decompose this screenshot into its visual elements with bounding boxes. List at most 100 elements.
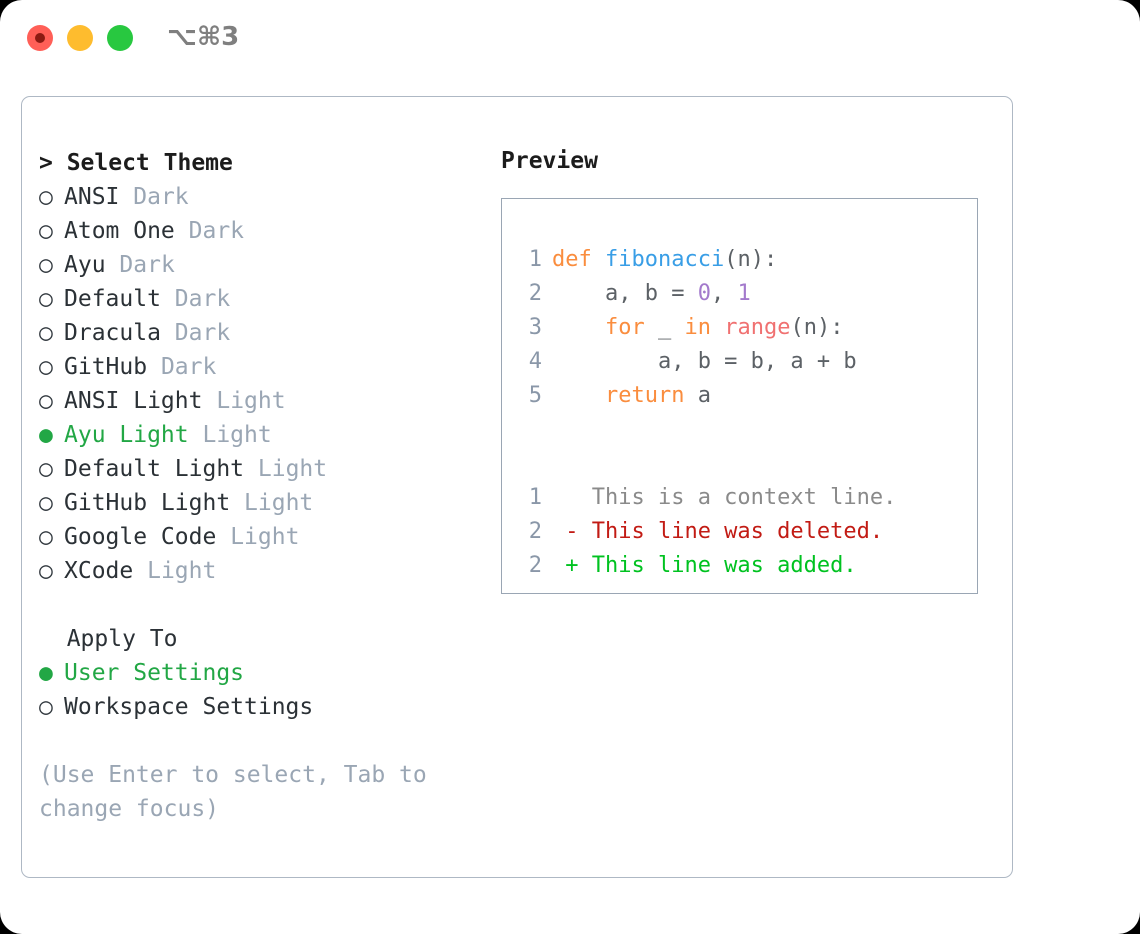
theme-option-variant: Light (230, 524, 300, 550)
code-token-call: range (724, 315, 791, 340)
theme-option-google-code[interactable]: ○Google Code Light (39, 520, 469, 554)
radio-unselected-icon: ○ (39, 524, 53, 550)
theme-option-label: GitHub (64, 354, 148, 380)
keyboard-hint-text: (Use Enter to select, Tab to change focu… (39, 762, 441, 822)
line-number: 1 (528, 485, 542, 510)
preview-title: Preview (501, 148, 598, 174)
theme-list: ○ ANSI Dark ○ Atom One Dark ○ Ayu Dark ○ Defaul… (39, 180, 469, 588)
code-token-plain: a, b = (552, 281, 698, 306)
theme-option-variant: Light (147, 558, 217, 584)
theme-option-variant: Dark (160, 354, 217, 380)
radio-unselected-icon: ○ (39, 184, 53, 210)
code-line: 4 a, b = b, a + b (520, 345, 977, 379)
maximize-window-button[interactable] (107, 25, 133, 51)
theme-option-xcode[interactable]: ○XCode Light (39, 554, 469, 588)
code-token-plain: a (684, 383, 711, 408)
select-theme-heading: > Select Theme (39, 150, 233, 176)
radio-unselected-icon: ○ (39, 694, 53, 720)
line-number: 4 (528, 349, 542, 374)
radio-unselected-icon: ○ (39, 558, 53, 584)
apply-to-option-user-settings[interactable]: ● User Settings (39, 656, 469, 690)
code-token-kw: for (604, 315, 645, 340)
theme-option-variant: Dark (119, 252, 175, 278)
theme-option-ayu-light[interactable]: ● Ayu Light Light (39, 418, 469, 452)
radio-unselected-icon: ○ (39, 252, 53, 278)
theme-option-variant: Dark (174, 320, 231, 346)
code-token-plain: a, b = b, a + b (552, 349, 857, 374)
theme-option-label: Ayu Light (64, 422, 189, 448)
radio-unselected-icon: ○ (39, 320, 53, 346)
theme-option-variant: Dark (188, 218, 245, 244)
code-token-plain: , (710, 281, 738, 306)
radio-unselected-icon: ○ (39, 456, 53, 482)
code-line: 5 return a (520, 379, 977, 413)
radio-unselected-icon: ○ (39, 286, 53, 312)
theme-option-label: Atom One (64, 218, 175, 244)
theme-option-label: Default Light (64, 456, 245, 482)
apply-to-option-label: Workspace Settings (64, 694, 314, 720)
code-token-plain: (n): (790, 315, 844, 340)
apply-to-list: ● User Settings ○ Workspace Settings (39, 656, 469, 724)
theme-option-label: Default (64, 286, 161, 312)
theme-option-default[interactable]: ○ Default Dark (39, 282, 469, 316)
apply-to-option-workspace-settings[interactable]: ○ Workspace Settings (39, 690, 469, 724)
theme-option-label: GitHub Light (64, 490, 231, 516)
theme-option-variant: Light (257, 456, 328, 482)
code-token-num: 0 (697, 281, 711, 306)
radio-selected-icon: ● (39, 422, 53, 448)
diff-line: 1 This is a context line. (520, 481, 977, 515)
code-token-add: + This line was added. (552, 553, 857, 578)
theme-option-variant: Dark (174, 286, 231, 312)
theme-option-ansi[interactable]: ○ ANSI Dark (39, 180, 469, 214)
theme-option-default-light[interactable]: ○ Default Light Light (39, 452, 469, 486)
theme-option-variant: Light (216, 388, 286, 414)
code-token-ctx: This is a context line. (552, 485, 897, 510)
theme-option-variant: Dark (133, 184, 189, 210)
code-line: 3 for _ in range(n): (520, 311, 977, 345)
apply-to-option-label: User Settings (64, 660, 245, 686)
radio-unselected-icon: ○ (39, 218, 53, 244)
code-token-plain (552, 383, 605, 408)
code-token-plain: (n): (724, 247, 778, 272)
theme-option-label: Dracula (64, 320, 161, 346)
diff-line: 2 + This line was added. (520, 549, 977, 583)
theme-selection-column: > Select Theme ○ANSI Dark○Atom One Dark○… (39, 146, 469, 826)
diff-sample: 1 This is a context line.2 - This line w… (520, 481, 977, 583)
code-token-del: - This line was deleted. (552, 519, 884, 544)
code-token-kw: in (684, 315, 711, 340)
theme-option-atom-one[interactable]: ○ Atom One Dark (39, 214, 469, 248)
radio-selected-icon: ● (39, 660, 53, 686)
minimize-window-button[interactable] (67, 25, 93, 51)
theme-option-ayu[interactable]: ○ Ayu Dark (39, 248, 469, 282)
theme-option-label: ANSI (64, 184, 120, 210)
theme-option-github-light[interactable]: ○ GitHub Light Light (39, 486, 469, 520)
radio-unselected-icon: ○ (39, 388, 53, 414)
code-token-num: 1 (737, 281, 751, 306)
line-number: 5 (528, 383, 542, 408)
theme-option-variant: Light (244, 490, 314, 516)
theme-option-github[interactable]: ○ GitHub Dark (39, 350, 469, 384)
theme-option-label: ANSI Light (64, 388, 203, 414)
section-spacer (39, 588, 469, 622)
close-window-button[interactable] (27, 25, 53, 51)
radio-unselected-icon: ○ (39, 490, 53, 516)
traffic-lights (27, 25, 133, 51)
theme-option-label: Ayu (64, 252, 106, 278)
theme-option-variant: Light (202, 422, 272, 448)
theme-option-ansi-light[interactable]: ○ ANSI Light Light (39, 384, 469, 418)
code-token-plain (552, 315, 605, 340)
code-token-plain (711, 315, 724, 340)
apply-to-label: Apply To (39, 626, 178, 652)
radio-unselected-icon: ○ (39, 354, 53, 380)
line-number: 3 (528, 315, 542, 340)
code-blank-line-2 (520, 447, 977, 481)
line-number: 2 (528, 519, 542, 544)
theme-option-dracula[interactable]: ○ Dracula Dark (39, 316, 469, 350)
diff-line: 2 - This line was deleted. (520, 515, 977, 549)
code-token-kw: def (552, 247, 605, 272)
line-number: 1 (528, 247, 542, 272)
